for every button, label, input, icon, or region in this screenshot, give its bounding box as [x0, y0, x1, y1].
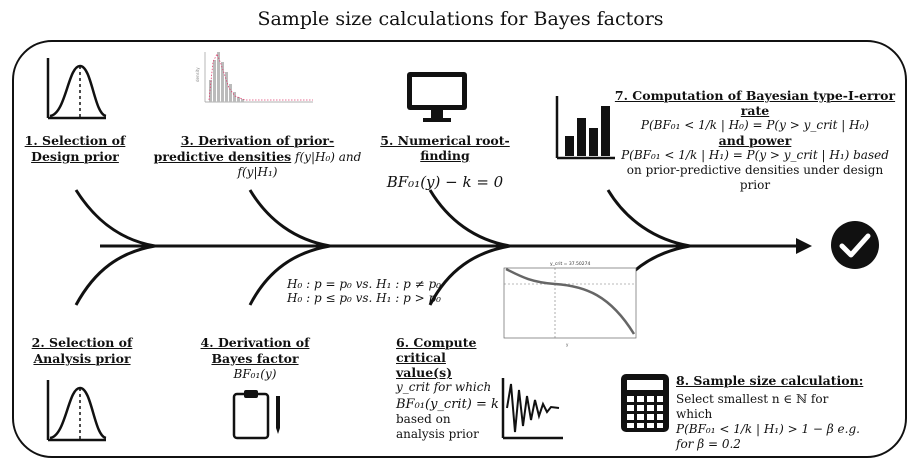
- svg-text:density: density: [195, 67, 200, 82]
- diagram-title: Sample size calculations for Bayes facto…: [257, 8, 664, 30]
- branch-upper-1: [74, 189, 156, 248]
- step-4-label: 4. Derivation of Bayes factor BF₀₁(y): [200, 335, 310, 381]
- bar-chart-icon: [555, 96, 615, 160]
- branch-lower-2: [248, 244, 331, 306]
- branch-lower-3: [428, 244, 511, 306]
- density-curve-icon: [46, 58, 107, 120]
- outer-frame: [12, 40, 907, 458]
- step-6-label: 6. Compute critical value(s) y_crit for …: [396, 335, 499, 441]
- oscillation-icon: [501, 378, 563, 440]
- branch-lower-1: [74, 244, 156, 306]
- calculator-icon: [621, 374, 669, 432]
- bf-curve-plot: y_crit = 37.50274 y: [503, 261, 637, 347]
- step-5-label: 5. Numerical root-finding BF₀₁(y) − k = …: [360, 133, 530, 190]
- step-2-label: 2. Selection of Analysis prior: [31, 335, 133, 366]
- step-1-label: 1. Selection of Design prior: [24, 133, 126, 164]
- step-8-label: 8. Sample size calculation: Select small…: [676, 373, 864, 451]
- clipboard-icon: [232, 390, 280, 440]
- histogram-icon: density: [195, 50, 315, 110]
- step-3-label: 3. Derivation of prior-predictive densit…: [153, 133, 362, 179]
- branch-upper-3: [428, 189, 511, 248]
- monitor-icon: [407, 72, 467, 122]
- plot-title: y_crit = 37.50274: [550, 261, 590, 267]
- hypothesis-two-sided: H₀ : p = p₀ vs. H₁ : p ≠ p₀: [287, 277, 441, 291]
- checkmark-icon: [831, 221, 879, 269]
- step-7-label: 7. Computation of Bayesian type-I-error …: [614, 88, 896, 192]
- branch-upper-2: [248, 189, 331, 248]
- hypothesis-one-sided: H₀ : p ≤ p₀ vs. H₁ : p > p₀: [287, 291, 441, 305]
- hypotheses: H₀ : p = p₀ vs. H₁ : p ≠ p₀ H₀ : p ≤ p₀ …: [287, 277, 487, 305]
- svg-text:y: y: [566, 342, 569, 347]
- branch-upper-4: [606, 189, 691, 248]
- main-arrow-head: [796, 238, 812, 254]
- density-curve-icon-2: [46, 380, 107, 442]
- root-finding-formula: BF₀₁(y) − k = 0: [386, 173, 504, 191]
